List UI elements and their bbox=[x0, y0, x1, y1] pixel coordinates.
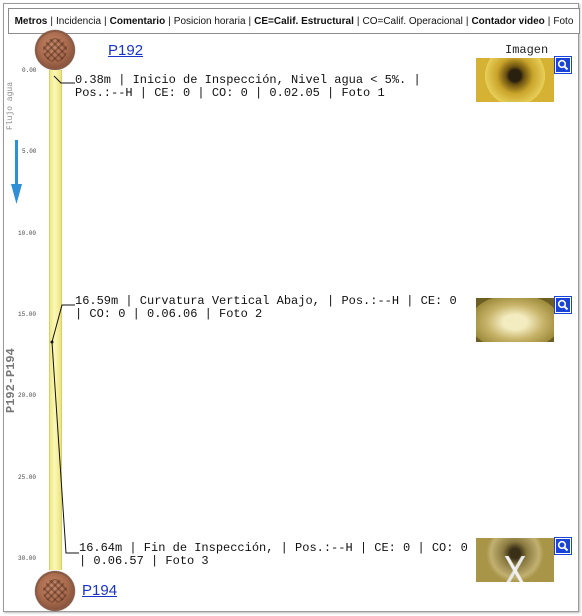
zoom-icon[interactable] bbox=[555, 538, 571, 554]
tick-label: 30.00 bbox=[18, 555, 37, 562]
tick-label: 5.00 bbox=[22, 148, 37, 155]
tick-label: 10.00 bbox=[18, 230, 37, 237]
legend-separator: | bbox=[50, 15, 53, 27]
event-entry-2: 16.59m | Curvatura Vertical Abajo, | Pos… bbox=[75, 294, 457, 321]
pipe-photo-3[interactable] bbox=[476, 538, 554, 582]
event-entry-3: 16.64m | Fin de Inspección, | Pos.:--H |… bbox=[79, 541, 468, 568]
magnifier-icon bbox=[557, 540, 569, 552]
legend-separator: | bbox=[168, 15, 171, 27]
legend-item-metros: Metros bbox=[14, 15, 48, 27]
legend-item-foto: Foto bbox=[553, 15, 574, 27]
legend-item-posicion: Posicion horaria bbox=[173, 15, 246, 27]
legend-separator: | bbox=[356, 15, 360, 27]
flow-down-arrow-icon bbox=[11, 140, 22, 204]
manhole-end-icon bbox=[35, 571, 75, 611]
tick-label: 20.00 bbox=[18, 392, 37, 399]
manhole-start-icon bbox=[35, 30, 75, 70]
magnifier-icon bbox=[557, 59, 569, 71]
magnifier-icon bbox=[557, 299, 569, 311]
legend-separator: | bbox=[104, 15, 107, 27]
legend-item-co: CO=Calif. Operacional bbox=[362, 15, 463, 27]
pipe-photo-2[interactable] bbox=[476, 298, 554, 342]
tick-label: 0.00 bbox=[22, 67, 37, 74]
pipe-photo-1[interactable] bbox=[476, 58, 554, 102]
legend-item-comentario: Comentario bbox=[109, 15, 166, 27]
zoom-icon[interactable] bbox=[555, 297, 571, 313]
legend-separator: | bbox=[547, 15, 551, 27]
tick-label: 15.00 bbox=[18, 311, 37, 318]
legend-bar: Metros| Incidencia| Comentario| Posicion… bbox=[8, 8, 580, 34]
zoom-icon[interactable] bbox=[555, 57, 571, 73]
legend-item-incidencia: Incidencia bbox=[55, 15, 102, 27]
node-start-link[interactable]: P192 bbox=[108, 42, 144, 59]
event-entry-1: 0.38m | Inicio de Inspección, Nivel agua… bbox=[75, 73, 421, 100]
legend-separator: | bbox=[248, 15, 252, 27]
images-column-header: Imagen bbox=[505, 43, 549, 57]
legend-item-contador: Contador video bbox=[471, 15, 545, 27]
tick-label: 25.00 bbox=[18, 474, 37, 481]
legend-separator: | bbox=[465, 15, 469, 27]
node-end-link[interactable]: P194 bbox=[82, 582, 118, 599]
legend-item-ce: CE=Calif. Estructural bbox=[254, 15, 354, 27]
